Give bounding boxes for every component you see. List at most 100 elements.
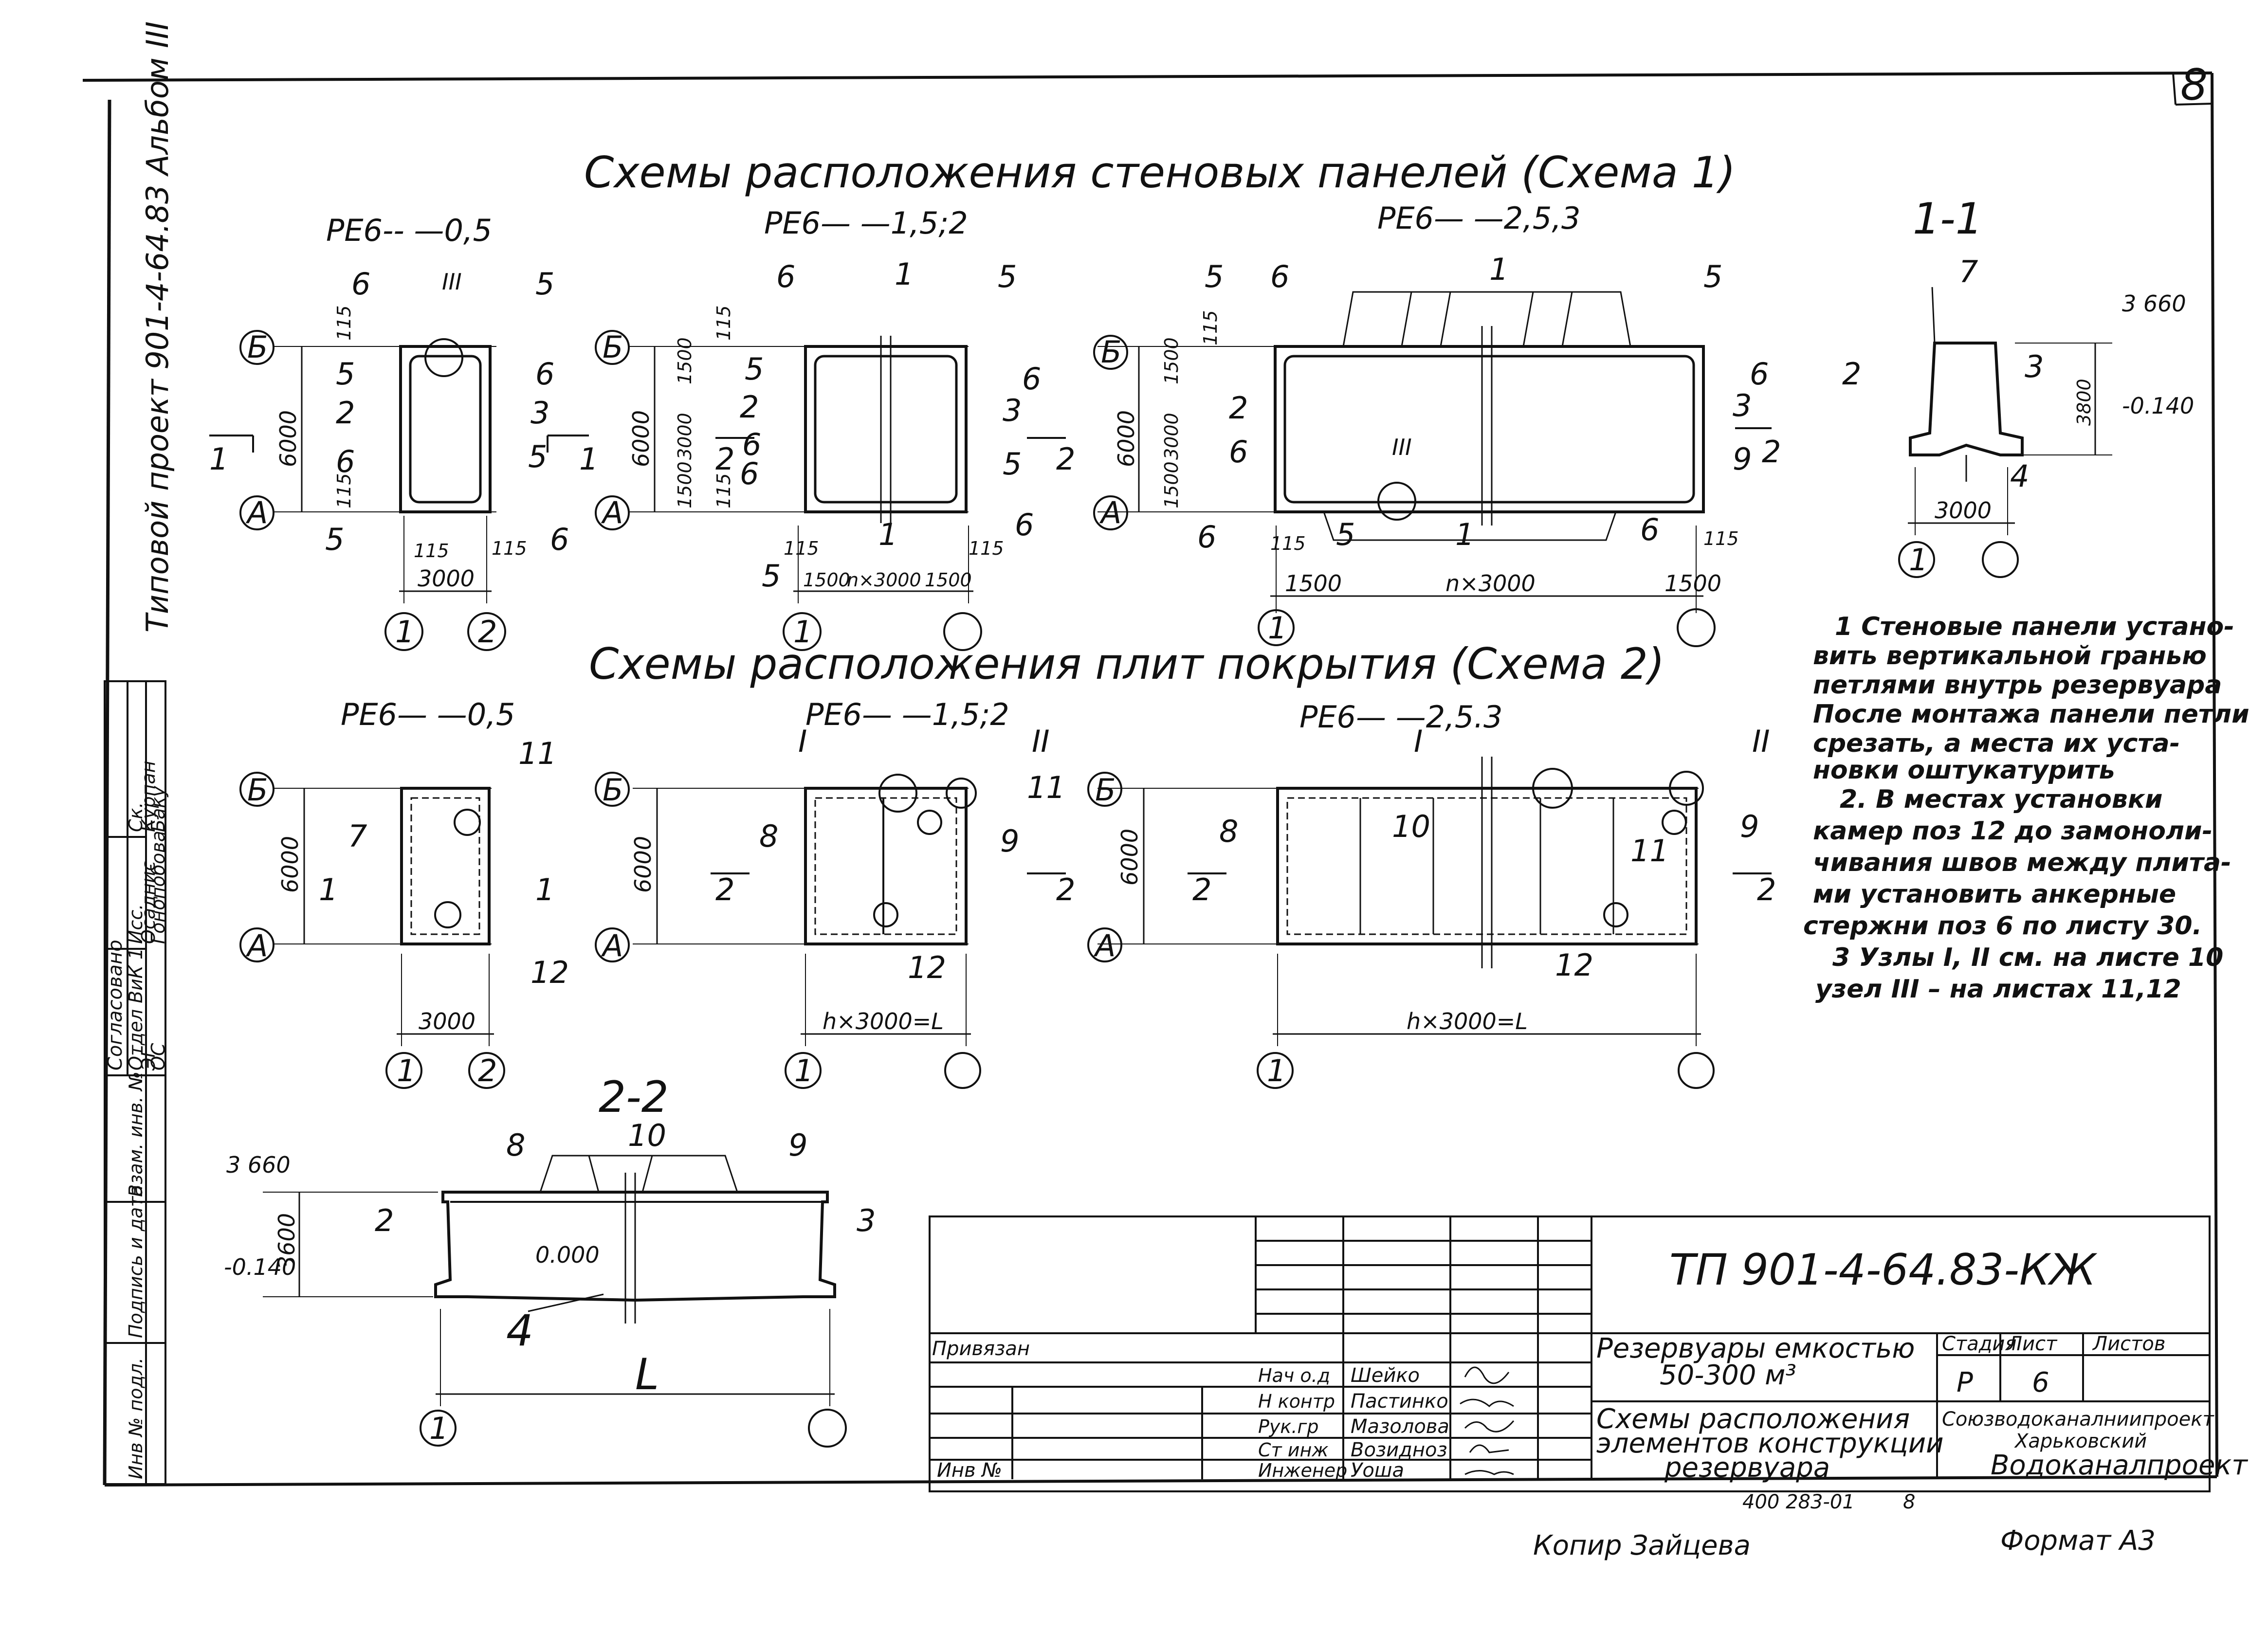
level-3660: 3 660 — [2122, 290, 2186, 317]
dim-L: L — [635, 1349, 659, 1399]
sheet-name-line-2: элементов конструкции — [1596, 1428, 1944, 1459]
dim-6000: 6000 — [628, 410, 654, 467]
cut-2-right: 2 — [1762, 434, 1781, 470]
dim-6000: 6000 — [277, 836, 303, 893]
scheme2-c-title: РЕ6— —2,5.3 — [1299, 699, 1502, 735]
axis-1-label: 1 — [429, 1411, 448, 1446]
mark: 6 — [550, 522, 569, 557]
axis-b-label: Б — [603, 329, 623, 365]
name-1: Шейко — [1351, 1364, 1420, 1387]
mark: 3 — [857, 1203, 876, 1238]
sheets-header: Листов — [2092, 1333, 2165, 1355]
sheet-header: Лист — [2007, 1333, 2058, 1355]
mark: 2 — [336, 395, 355, 431]
note-line: петлями внутрь резервуара — [1813, 671, 2222, 700]
mark: 12 — [1555, 947, 1593, 983]
dim-3000: 3000 — [1935, 497, 1992, 524]
axis-1-label: 1 — [1267, 1053, 1286, 1088]
page-number: 8 — [2180, 60, 2208, 110]
dim-6000: 6000 — [1113, 410, 1139, 467]
scheme1-plan-c: РЕ6— —2,5,3 Б А 1 60 — [1093, 200, 1781, 647]
left-strip: Типовой проект 901-4-64.83 Альбом III Со… — [104, 21, 175, 1485]
mark: 6 — [1640, 512, 1659, 547]
cut-2-right: 2 — [1056, 441, 1075, 477]
dim-6000: 6000 — [1116, 829, 1143, 886]
scheme2-title: Схемы расположения плит покрытия (Схема … — [589, 639, 1664, 689]
note-line: ми установить анкерные — [1813, 880, 2176, 909]
name-5: Уоша — [1351, 1459, 1404, 1482]
dim-1500: 1500 — [674, 461, 695, 508]
note-line: камер поз 12 до замоноли- — [1813, 816, 2213, 846]
signatures — [1460, 1366, 1515, 1475]
mark: 115 — [492, 538, 527, 559]
axis-a-label: А — [601, 495, 623, 530]
dim-1500: 1500 — [1161, 337, 1182, 384]
copied-by: Копир Зайцева — [1533, 1530, 1751, 1561]
mark: 5 — [336, 356, 355, 392]
mark: 4 — [506, 1306, 533, 1356]
dim-n3000: n×3000 — [1445, 570, 1536, 597]
axis-a-label: А — [1093, 928, 1116, 963]
mark: 7 — [1959, 254, 1978, 290]
mark: 115 — [713, 473, 734, 508]
mark: 6 — [1015, 507, 1034, 543]
mark: 6 — [351, 266, 370, 302]
section-2-2: 2-2 8 10 9 2 3 4 3 660 -0.140 0.000 36 — [224, 1072, 876, 1448]
axis-1-label: 1 — [793, 614, 812, 650]
mark: 115 — [1270, 533, 1306, 554]
inv-label-3: Взам. инв. № — [125, 1071, 146, 1197]
mark: 115 — [713, 305, 734, 341]
scheme2-a-title: РЕ6— —0,5 — [341, 697, 515, 732]
note-line: 1 Стеновые панели устано- — [1835, 612, 2234, 641]
sheet-format: Формат А3 — [2000, 1525, 2156, 1557]
cut-2-right: 2 — [1757, 872, 1776, 907]
axis-a-label: А — [245, 928, 268, 963]
approval-row-2-c: Курпан — [138, 761, 159, 832]
mark: 3 — [530, 395, 549, 431]
scheme1-b-title: РЕ6— —1,5;2 — [764, 205, 968, 241]
axis-2-label: 2 — [478, 1053, 497, 1088]
inv-label-2: Подпись и дата — [125, 1185, 146, 1338]
mark: 1 — [895, 256, 914, 292]
object-line-2: 50-300 м³ — [1660, 1360, 1796, 1391]
approval-row-2-b: Осаднис — [138, 861, 159, 944]
dim-3800: 3800 — [2073, 379, 2095, 426]
cut-1-left: 1 — [209, 441, 228, 477]
axis-1-label: 1 — [1268, 610, 1287, 646]
section-2-2-title: 2-2 — [599, 1072, 669, 1122]
mark: 115 — [784, 538, 819, 559]
axis-a-label: А — [245, 495, 268, 530]
note-line: чивания швов между плита- — [1813, 848, 2231, 877]
note-line: стержни поз 6 по листу 30. — [1803, 911, 2202, 941]
mark: 7 — [348, 818, 367, 854]
dim-hx3000: h×3000=L — [1407, 1008, 1528, 1034]
mark: 6 — [1229, 434, 1248, 470]
role-3: Рук.гр — [1258, 1416, 1319, 1437]
role-5: Инженер — [1258, 1460, 1347, 1481]
section-1-1-title: 1-1 — [1913, 194, 1983, 244]
note-line: новки оштукатурить — [1813, 756, 2115, 785]
mark: 5 — [1205, 259, 1224, 294]
mark: I — [1414, 724, 1423, 759]
axis-b-label: Б — [247, 329, 268, 365]
scheme1-plan-b: РЕ6— —1,5;2 Б А 1 6000 1500 3000 1500 15… — [595, 205, 1075, 651]
mark: 6 — [742, 427, 761, 462]
mark: 5 — [1003, 446, 1022, 482]
mark: 10 — [628, 1118, 666, 1153]
axis-1-label: 1 — [794, 1053, 813, 1088]
org-line-3: Водоканалпроект — [1991, 1450, 2248, 1481]
dim-6000: 6000 — [275, 410, 301, 467]
mark: 6 — [336, 444, 355, 479]
mark: 6 — [535, 356, 554, 392]
mark: 11 — [1027, 770, 1065, 805]
mark: 9 — [788, 1127, 807, 1163]
scheme2-plan-c: РЕ6— —2,5.3 Б — [1087, 699, 1776, 1089]
role-4: Ст инж — [1258, 1439, 1329, 1461]
privyazan-label: Привязан — [932, 1338, 1030, 1360]
mark: 6 — [740, 456, 759, 491]
mark: 3 — [1003, 393, 1022, 428]
mark: 6 — [1270, 259, 1289, 294]
scheme1-a-title: РЕ6-- —0,5 — [326, 213, 492, 248]
mark: 5 — [745, 351, 764, 387]
mark: II — [1032, 724, 1050, 759]
